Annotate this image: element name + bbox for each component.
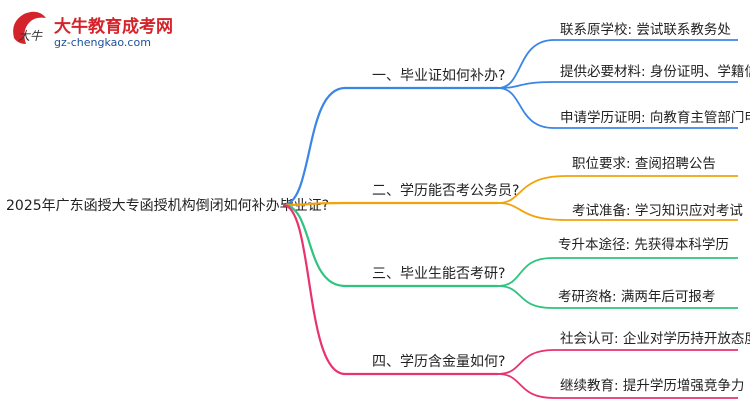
root-topic: 2025年广东函授大专函授机构倒闭如何补办毕业证? bbox=[6, 198, 329, 214]
branch-label: 二、学历能否考公务员? bbox=[372, 183, 519, 199]
leaf-label: 考研资格: 满两年后可报考 bbox=[558, 289, 715, 305]
branch-label: 三、毕业生能否考研? bbox=[372, 266, 505, 282]
leaf-label: 社会认可: 企业对学历持开放态度 bbox=[560, 330, 750, 347]
branch-label: 四、学历含金量如何? bbox=[372, 354, 505, 370]
branch-connector bbox=[282, 203, 346, 376]
leaf-connector bbox=[497, 349, 555, 375]
branch-connector bbox=[282, 201, 346, 207]
leaf-connector bbox=[497, 87, 555, 129]
leaf-connector bbox=[497, 285, 553, 309]
site-logo[interactable]: 大牛 大牛教育成考网 gz-chengkao.com bbox=[8, 8, 173, 58]
leaf-connector bbox=[497, 373, 555, 399]
leaf-label: 继续教育: 提升学历增强竞争力 bbox=[560, 377, 744, 394]
logo-url: gz-chengkao.com bbox=[54, 36, 151, 49]
leaf-connector bbox=[497, 202, 567, 221]
branch-label: 一、毕业证如何补办? bbox=[372, 68, 505, 84]
leaf-label: 申请学历证明: 向教育主管部门申请 bbox=[560, 110, 750, 126]
leaf-label: 职位要求: 查阅招聘公告 bbox=[572, 156, 716, 172]
leaf-label: 考试准备: 学习知识应对考试 bbox=[572, 202, 743, 219]
bull-logo-icon: 大牛 bbox=[13, 11, 46, 44]
leaf-connector bbox=[497, 81, 555, 89]
branch-connector bbox=[282, 86, 346, 207]
logo-title: 大牛教育成考网 bbox=[54, 17, 173, 37]
branch-connector bbox=[282, 203, 346, 288]
leaf-connector bbox=[497, 257, 553, 287]
leaf-label: 专升本途径: 先获得本科学历 bbox=[558, 236, 729, 253]
leaf-label: 联系原学校: 尝试联系教务处 bbox=[560, 21, 731, 38]
leaf-connector bbox=[497, 39, 555, 89]
logo-mark-text: 大牛 bbox=[18, 29, 43, 43]
leaf-connector bbox=[497, 175, 567, 204]
leaf-label: 提供必要材料: 身份证明、学籍信息 bbox=[560, 63, 750, 80]
